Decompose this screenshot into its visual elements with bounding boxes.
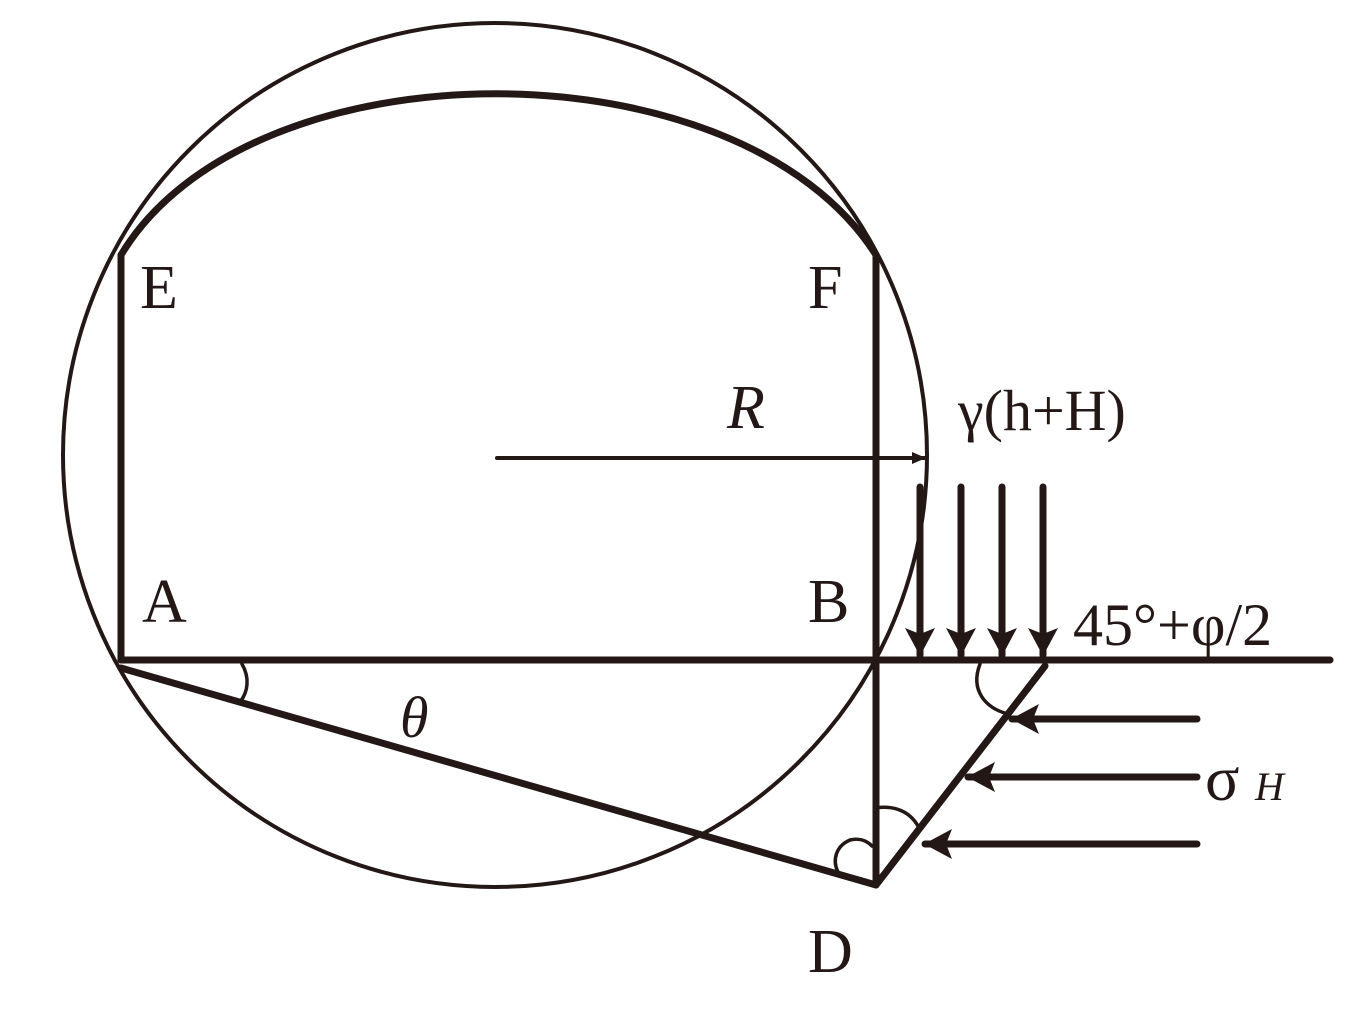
- label-b: B: [808, 568, 849, 636]
- line-ad: [117, 664, 880, 889]
- label-sigma-sub: H: [1254, 764, 1286, 809]
- angle-arc-top: [975, 662, 1010, 716]
- label-f: F: [808, 254, 842, 322]
- slip-line: [872, 662, 1049, 889]
- label-sigma: σ: [1205, 743, 1240, 814]
- arch-roof: [117, 90, 880, 259]
- label-radius: R: [726, 374, 765, 442]
- circle: [61, 21, 929, 889]
- label-e: E: [140, 254, 178, 322]
- angle-arc-bottom: [874, 805, 920, 828]
- label-load: γ(h+H): [957, 378, 1126, 443]
- label-a: A: [142, 568, 187, 636]
- label-theta: θ: [400, 685, 429, 750]
- label-angle: 45°+φ/2: [1073, 592, 1272, 658]
- label-d: D: [808, 918, 853, 986]
- angle-arc-bottom-left: [833, 837, 874, 874]
- theta-arc: [238, 662, 249, 704]
